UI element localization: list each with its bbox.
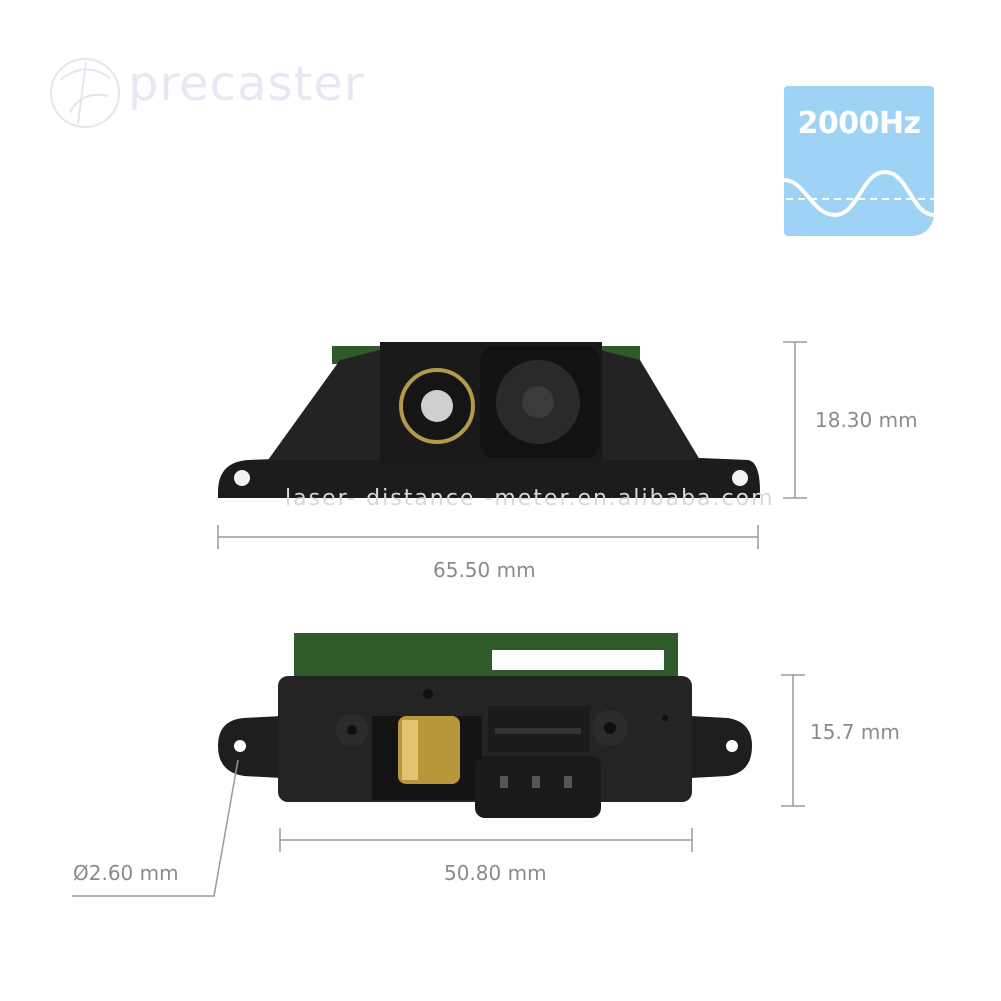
bottom-width-label: 50.80 mm [444,861,547,885]
dimension-lines-top [217,341,807,549]
top-height-label: 18.30 mm [815,408,918,432]
frequency-label: 2000Hz [797,106,921,141]
top-width-label: 65.50 mm [433,558,536,582]
watermark-text: laser- distance -meter.en.alibaba.com [285,486,775,511]
frequency-badge: 2000Hz [784,86,934,236]
precaster-logo-icon [50,58,120,128]
brand-name: precaster [128,56,365,112]
device-front-view [218,342,760,498]
hole-diameter-label: Ø2.60 mm [73,861,179,885]
dimension-lines-bottom [72,674,805,897]
device-bottom-view [218,633,752,818]
bottom-height-label: 15.7 mm [810,720,900,744]
